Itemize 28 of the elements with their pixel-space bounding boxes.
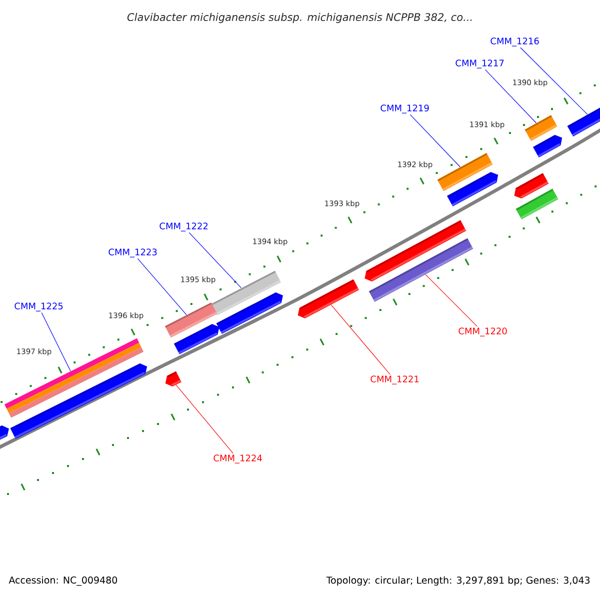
gene-label: CMM_1219 — [380, 104, 429, 114]
gene-label: CMM_1216 — [490, 38, 539, 46]
gene-label: CMM_1220 — [458, 328, 507, 336]
leader-line — [425, 274, 478, 327]
leader-line — [176, 384, 234, 454]
gene-feature — [524, 115, 558, 141]
footer-text: Accession: NC_009480 — [8, 576, 118, 586]
footer-text: Topology: circular; Length: 3,297,891 bp; Genes: 3,043 — [326, 576, 590, 586]
leader-line — [330, 304, 390, 375]
title: Clavibacter michiganensis subsp. michiganensis NCPPB 382, co... — [127, 12, 472, 24]
gene-feature — [437, 152, 493, 192]
leader-line — [137, 258, 187, 316]
leader-line — [41, 312, 71, 372]
leader-line — [520, 47, 588, 115]
gene-feature — [165, 371, 182, 386]
gene-label: CMM_1225 — [14, 302, 63, 312]
gene-feature — [164, 302, 218, 338]
leader-line — [484, 69, 537, 124]
gene-feature — [4, 338, 144, 418]
gene-label: CMM_1221 — [370, 376, 419, 384]
gene-label: CMM_1223 — [108, 248, 157, 258]
gene-label: CMM_1222 — [160, 222, 208, 232]
gene-feature — [298, 279, 359, 318]
gene-label: CMM_1217 — [456, 60, 504, 68]
leader-line — [188, 232, 242, 288]
leader-line — [410, 114, 460, 168]
gene-feature — [368, 238, 474, 302]
gene-label: CMM_1224 — [214, 454, 262, 464]
